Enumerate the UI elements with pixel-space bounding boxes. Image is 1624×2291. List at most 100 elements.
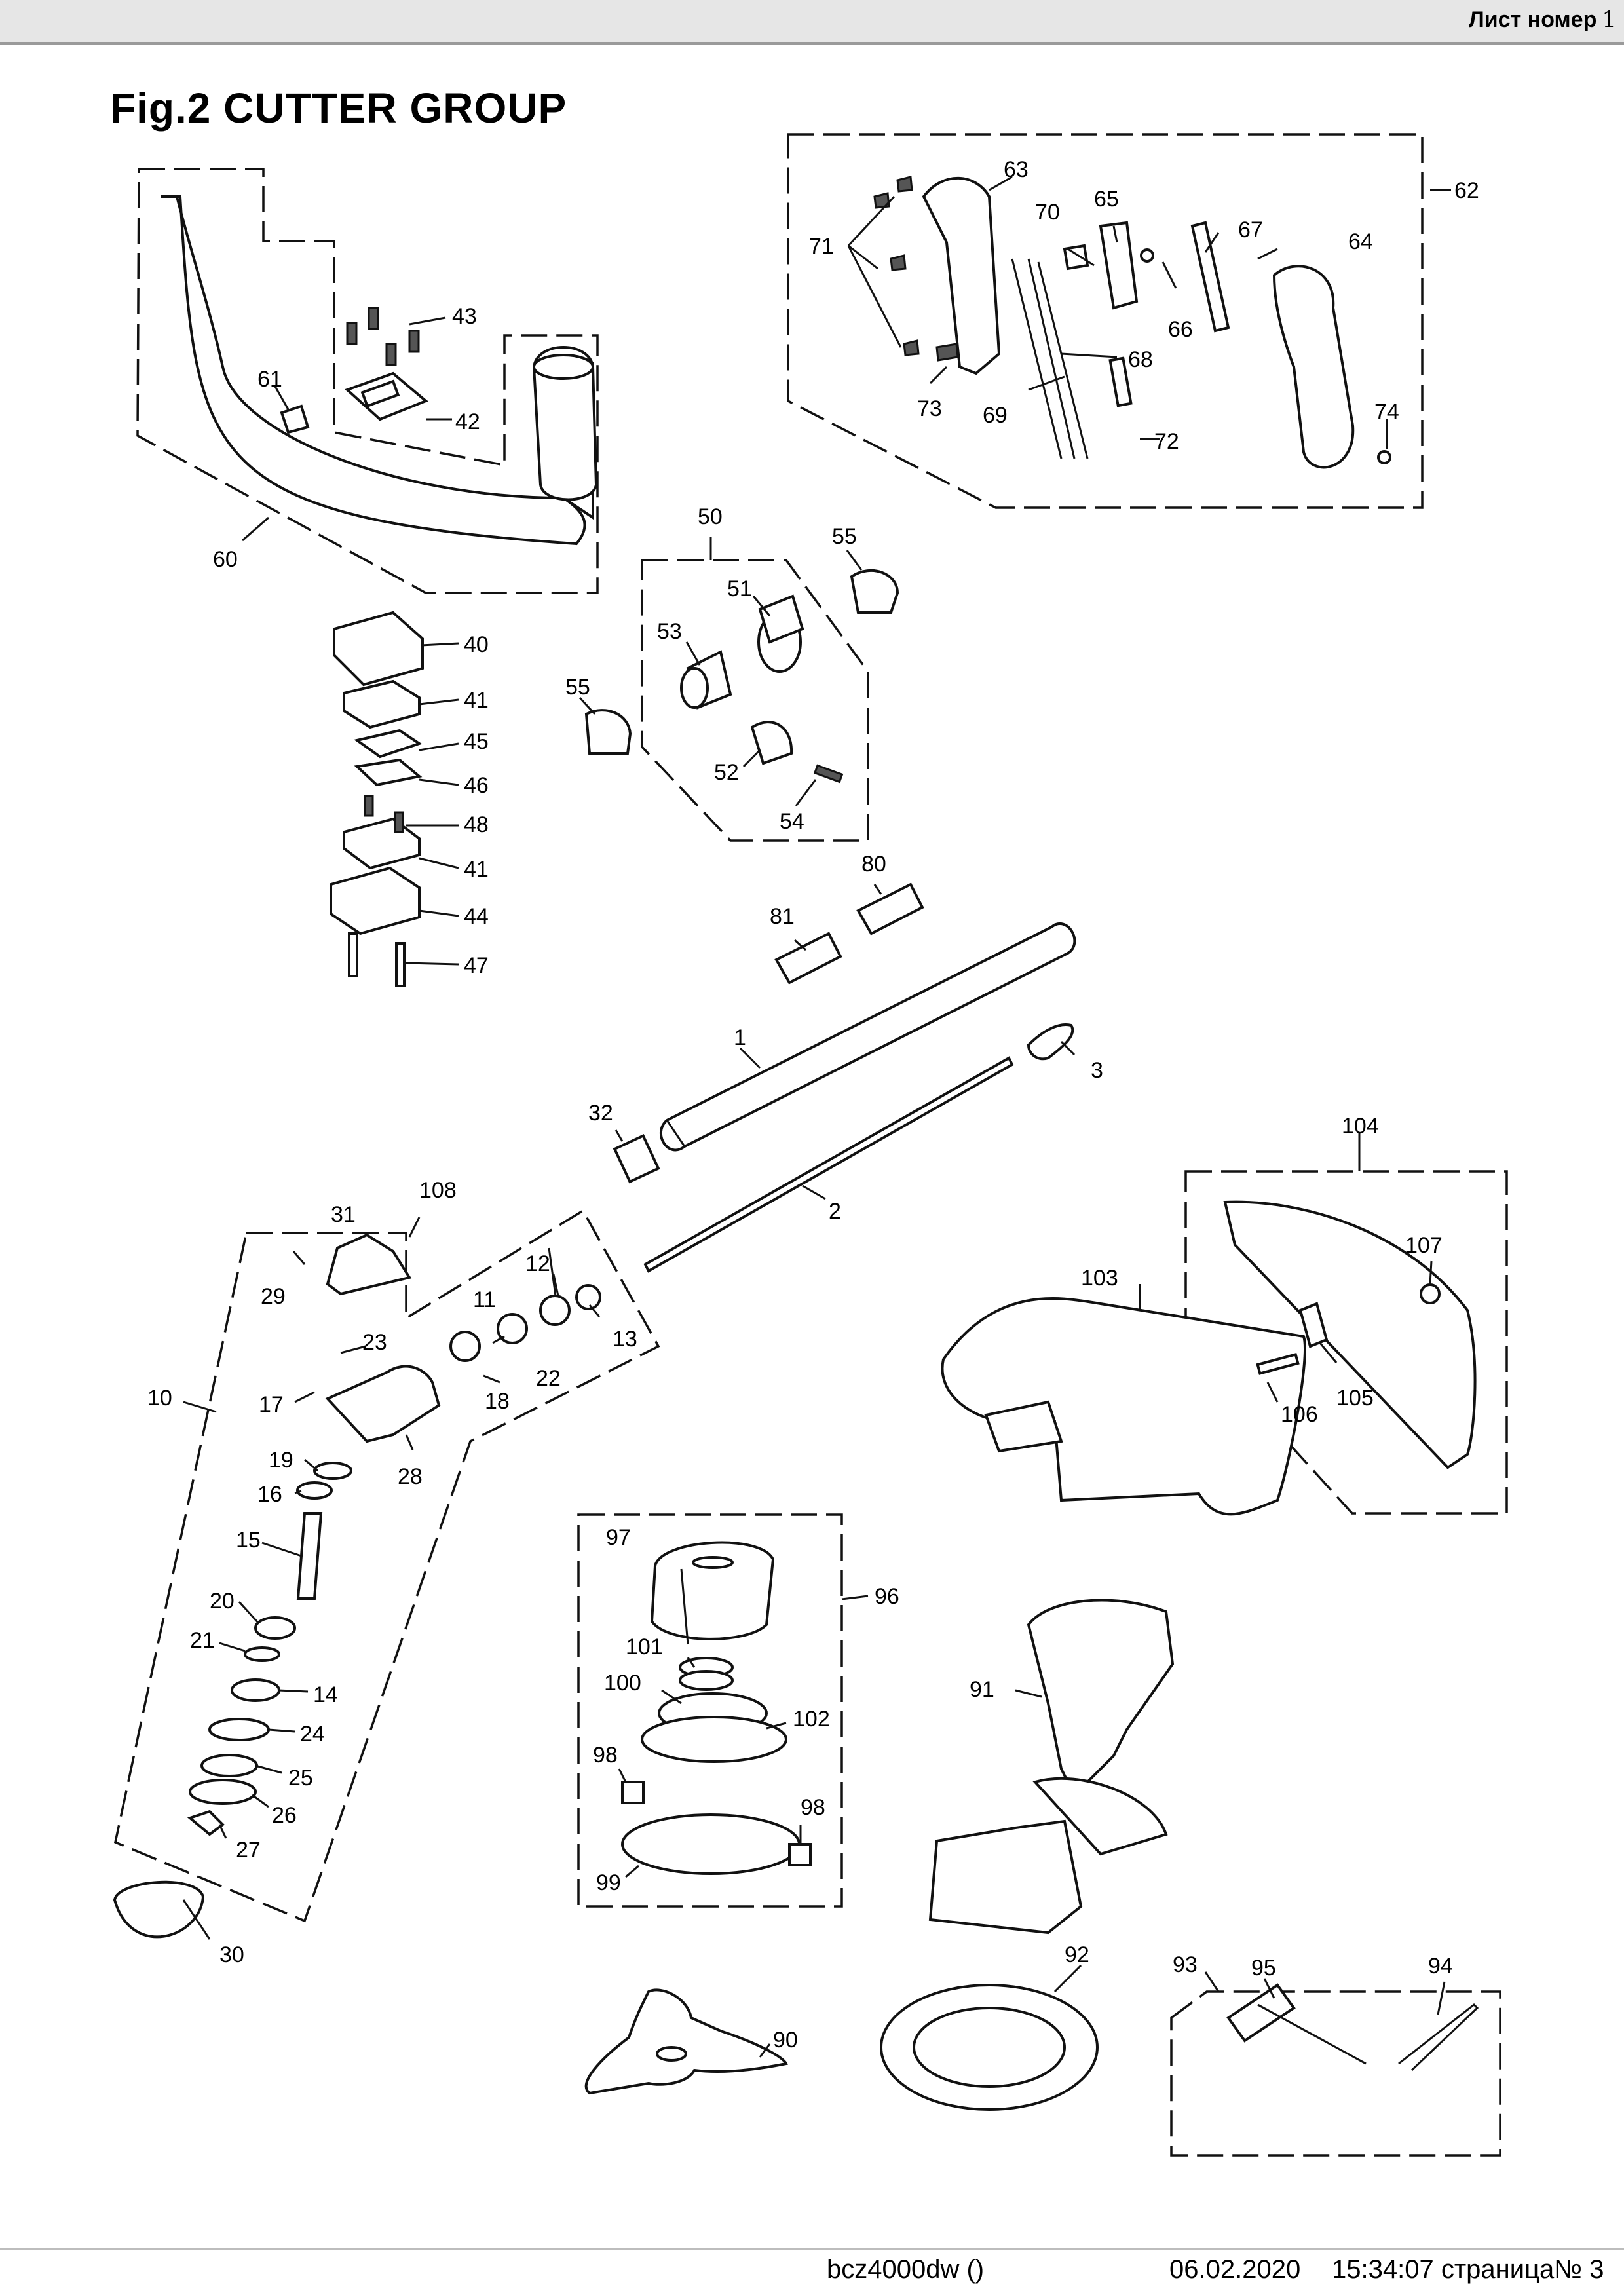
callout-90: 90 [773,2028,798,2053]
callout-105: 105 [1336,1386,1374,1411]
callout-23: 23 [362,1330,387,1355]
callout-67: 67 [1238,218,1263,242]
callout-15: 15 [236,1528,261,1553]
callout-2: 2 [829,1199,841,1224]
callout-25: 25 [288,1766,313,1790]
callout-17: 17 [259,1392,284,1417]
callout-11: 11 [473,1287,496,1312]
clamp-50-parts [584,569,899,784]
handle-clamp-42 [280,371,428,434]
group-boundary-60 [136,168,599,594]
callout-13: 13 [613,1327,637,1352]
callout-95: 95 [1251,1956,1276,1980]
callout-14: 14 [313,1682,338,1707]
throttle-handle-parts [873,176,1391,469]
callout-98-right: 98 [801,1795,825,1820]
callout-55-right: 55 [832,524,857,549]
callout-26: 26 [272,1803,297,1828]
blade-and-ring [584,1984,1099,2111]
group-boundary-93 [1170,1990,1501,2157]
callout-99: 99 [596,1870,621,1895]
group-boundary-10 [113,1209,660,1923]
gear-case-parts [113,1233,601,1939]
callout-50: 50 [698,504,723,529]
callout-94: 94 [1428,1954,1453,1979]
callout-102: 102 [793,1707,830,1732]
figure-title: Fig.2 CUTTER GROUP [110,85,567,132]
callout-71: 71 [809,234,834,259]
footer-model: bcz4000dw () [827,2255,985,2284]
callout-74: 74 [1374,400,1399,425]
callout-68: 68 [1128,347,1153,372]
callout-18: 18 [485,1389,510,1414]
main-tube-and-shaft [613,882,1076,1273]
callout-107: 107 [1405,1233,1443,1258]
callout-48: 48 [464,812,489,837]
callout-53: 53 [657,619,682,644]
callout-1: 1 [734,1025,746,1050]
callout-106: 106 [1281,1402,1318,1427]
callout-52: 52 [714,760,739,785]
callout-63: 63 [1004,157,1029,182]
callout-10: 10 [147,1386,172,1411]
tool-kit [1226,1983,1479,2072]
spool-head-parts [621,1541,812,1875]
loop-handle [161,195,598,546]
callout-104: 104 [1342,1114,1379,1139]
group-boundary-96 [577,1513,843,1908]
callout-24: 24 [300,1722,325,1747]
leader-lines [182,176,1451,2058]
callout-12: 12 [525,1251,550,1276]
callout-44: 44 [464,904,489,929]
callout-29: 29 [261,1284,286,1309]
guard-parts [941,1200,1477,1516]
footer-time-page: 15:34:07 страница№ 3 [1332,2255,1604,2284]
callout-108: 108 [419,1178,457,1203]
callout-42: 42 [455,409,480,434]
callout-labels: 62 63 65 70 67 64 71 66 68 73 69 72 74 4… [147,157,1479,2053]
callout-41-upper: 41 [464,688,489,713]
callout-91: 91 [970,1677,994,1702]
callout-22: 22 [536,1366,561,1391]
callout-80: 80 [861,852,886,877]
callout-100: 100 [604,1671,641,1695]
callout-20: 20 [210,1589,235,1614]
callout-64: 64 [1348,229,1373,254]
callout-31: 31 [331,1202,356,1227]
screws-43 [346,307,420,366]
callout-30: 30 [219,1942,244,1967]
callout-51: 51 [727,577,752,601]
callout-92: 92 [1065,1942,1089,1967]
callout-96: 96 [875,1584,899,1609]
clamp-stack [330,611,424,987]
callout-21: 21 [190,1628,215,1653]
callout-54: 54 [780,809,804,834]
callout-61: 61 [257,367,282,392]
shoulder-harness [928,1599,1175,1935]
callout-46: 46 [464,773,489,798]
group-boundary-104 [1184,1170,1508,1515]
callout-65: 65 [1094,187,1119,212]
callout-27: 27 [236,1838,261,1863]
callout-72: 72 [1154,429,1179,454]
callout-47: 47 [464,953,489,978]
callout-41-lower: 41 [464,857,489,882]
callout-16: 16 [257,1482,282,1507]
callout-43: 43 [452,304,477,329]
group-boundary-50 [641,559,869,842]
callout-28: 28 [398,1464,423,1489]
footer-date: 06.02.2020 [1169,2255,1301,2284]
callout-19: 19 [269,1448,293,1473]
footer-divider [0,2248,1624,2250]
callout-66: 66 [1168,317,1193,342]
callout-98-left: 98 [593,1743,618,1768]
callout-97: 97 [606,1525,631,1550]
callout-101: 101 [626,1635,663,1659]
callout-60: 60 [213,547,238,572]
callout-103: 103 [1081,1266,1118,1291]
callout-70: 70 [1035,200,1060,225]
group-boundary-62 [787,133,1424,509]
